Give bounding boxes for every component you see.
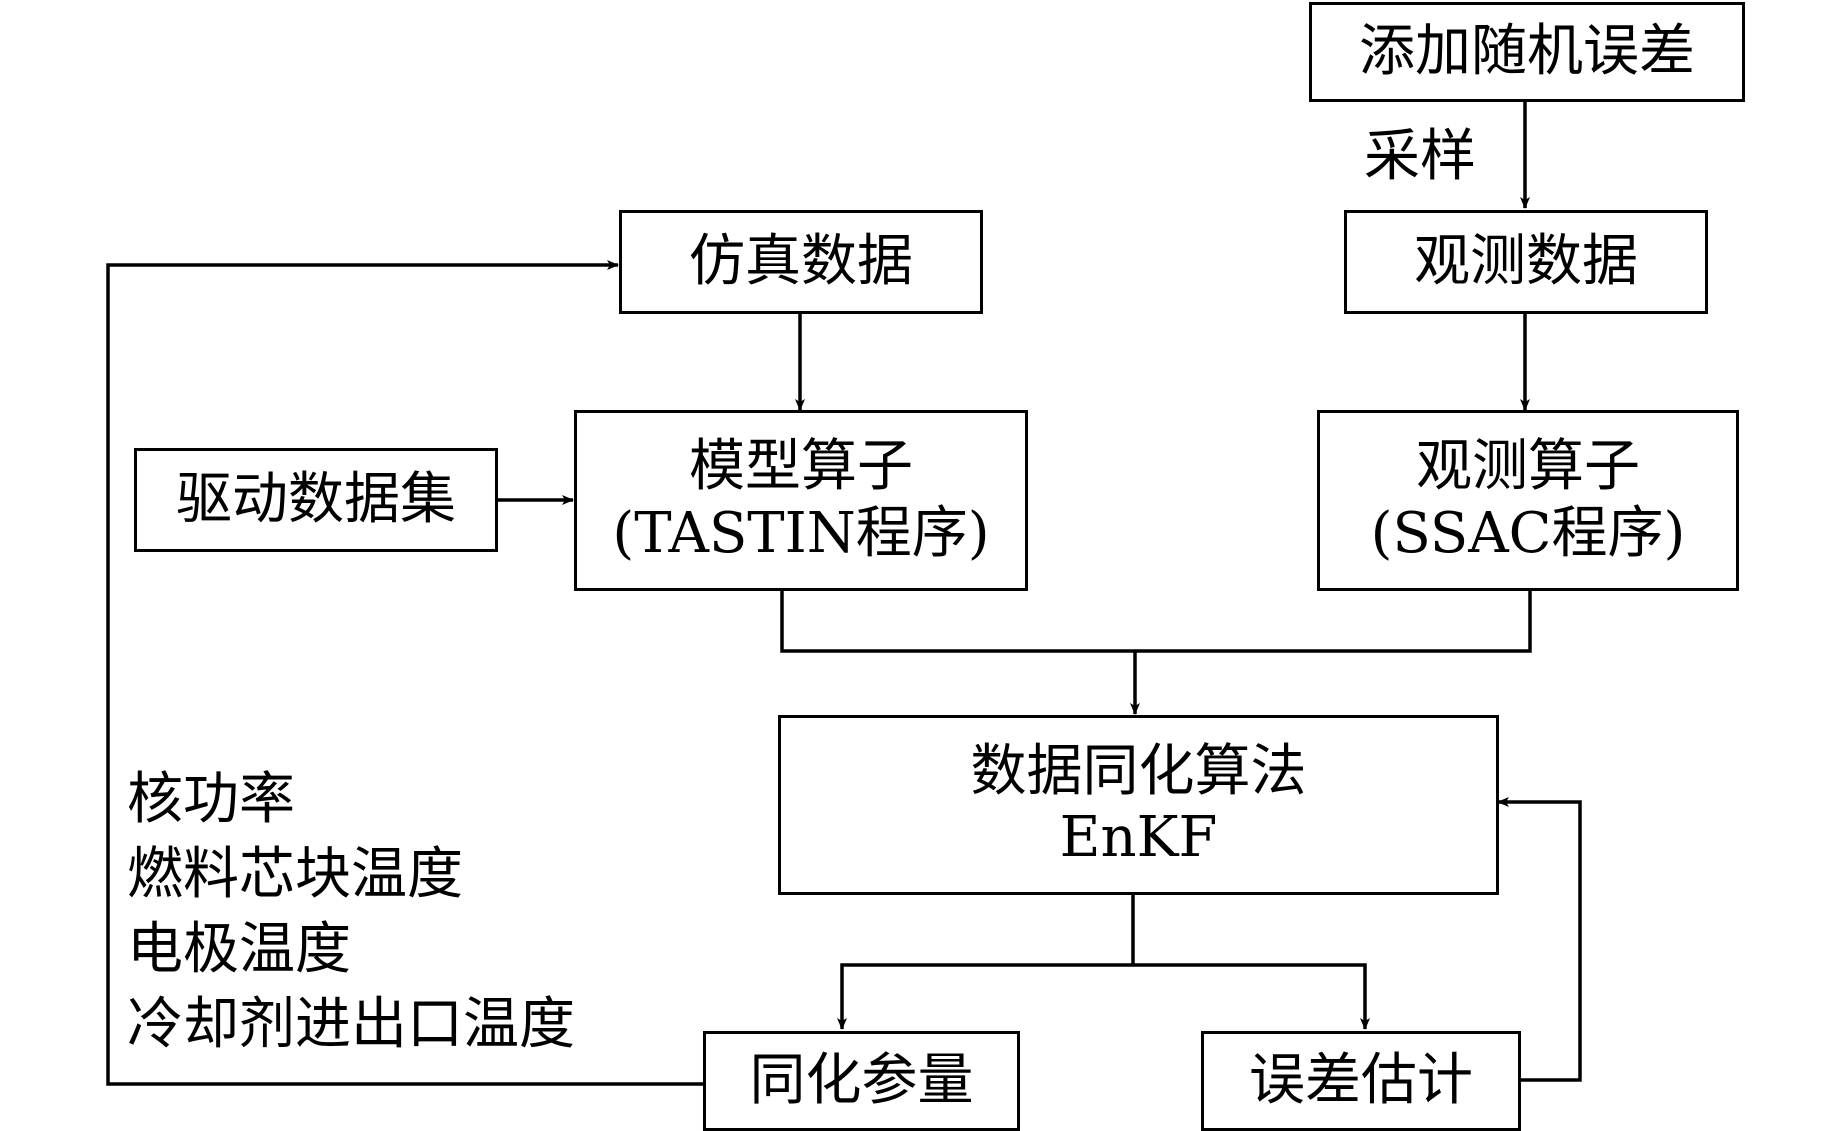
assim-variable-item: 电极温度 <box>127 917 351 982</box>
obs-op-box: 观测算子 (SSAC程序) <box>1317 410 1739 591</box>
assim-algo-method: EnKF <box>1059 805 1218 870</box>
obs-op-subtitle: (SSAC程序) <box>1370 500 1686 566</box>
merge-line-operators <box>780 589 1532 653</box>
assim-params-box: 同化参量 <box>703 1031 1020 1131</box>
assim-algo-box: 数据同化算法 EnKF <box>778 715 1499 895</box>
sim-data-label: 仿真数据 <box>689 228 913 294</box>
obs-data-label: 观测数据 <box>1414 228 1638 294</box>
arrow-to-error-est <box>1133 963 1370 1030</box>
assim-variable-item: 核功率 <box>127 767 295 832</box>
error-est-label: 误差估计 <box>1249 1047 1473 1113</box>
add-error-box: 添加随机误差 <box>1309 2 1745 102</box>
drive-data-label: 驱动数据集 <box>176 466 456 532</box>
assim-algo-title: 数据同化算法 <box>970 738 1307 804</box>
assim-variables-list: 核功率 燃料芯块温度 电极温度 冷却剂进出口温度 <box>127 762 575 1062</box>
arrow-error-feedback <box>1497 797 1582 1082</box>
model-op-box: 模型算子 (TASTIN程序) <box>574 410 1028 591</box>
arrow-params-feedback <box>106 260 704 1086</box>
assim-variable-item: 冷却剂进出口温度 <box>127 992 575 1057</box>
error-est-box: 误差估计 <box>1201 1031 1521 1131</box>
assim-variable-item: 燃料芯块温度 <box>127 842 463 907</box>
sim-data-box: 仿真数据 <box>619 210 983 314</box>
sampling-label: 采样 <box>1364 124 1476 189</box>
drive-data-box: 驱动数据集 <box>134 448 498 552</box>
arrow-to-assim-params <box>837 963 1133 1030</box>
obs-data-box: 观测数据 <box>1344 210 1708 314</box>
assim-params-label: 同化参量 <box>749 1047 974 1113</box>
add-error-label: 添加随机误差 <box>1359 18 1695 84</box>
model-op-subtitle: (TASTIN程序) <box>612 500 990 566</box>
model-op-title: 模型算子 <box>689 434 913 500</box>
obs-op-title: 观测算子 <box>1416 434 1640 500</box>
